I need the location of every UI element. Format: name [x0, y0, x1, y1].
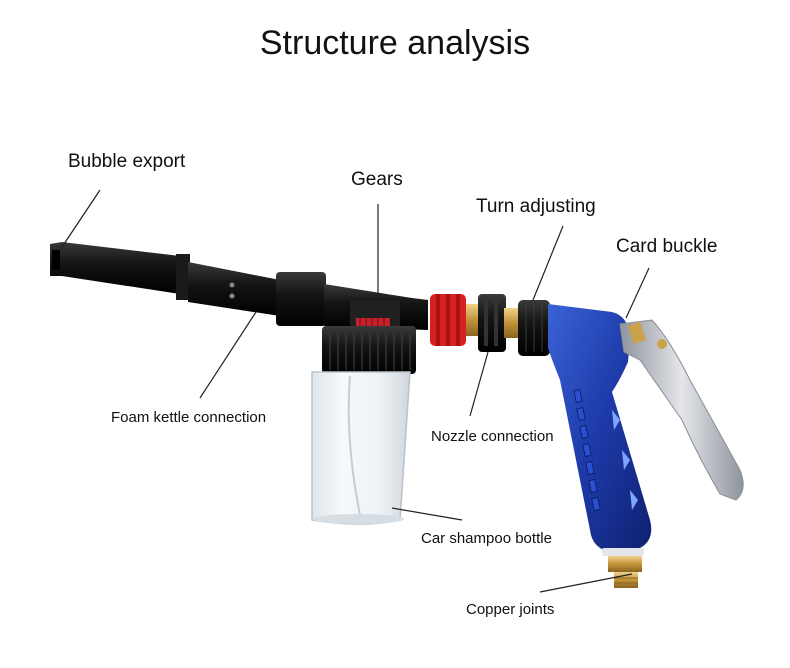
label-turn-adjusting: Turn adjusting — [476, 196, 596, 217]
leader-nozzle-connection — [469, 351, 489, 417]
trigger-handle — [619, 319, 744, 501]
label-card-buckle: Card buckle — [616, 236, 718, 257]
label-bubble-export: Bubble export — [68, 151, 186, 172]
foam-kettle-connection — [322, 326, 416, 374]
bubble-export-nozzle — [50, 242, 190, 300]
leader-turn-adjusting — [532, 225, 564, 301]
nozzle-connection — [478, 294, 522, 352]
label-nozzle-connection: Nozzle connection — [431, 428, 554, 445]
label-foam-kettle-connection: Foam kettle connection — [111, 409, 267, 426]
label-car-shampoo-bottle: Car shampoo bottle — [421, 530, 552, 547]
leader-copper-joints — [539, 573, 633, 593]
turn-adjusting-ring — [518, 300, 550, 356]
gun-body — [548, 304, 652, 556]
leader-foam-kettle — [199, 311, 257, 399]
car-shampoo-bottle — [311, 371, 411, 525]
diagram-title: Structure analysis — [259, 24, 531, 62]
leader-bubble-export — [59, 189, 101, 251]
gears — [350, 300, 400, 330]
red-connector — [430, 294, 478, 346]
label-gears: Gears — [351, 169, 403, 190]
label-copper-joints: Copper joints — [466, 601, 555, 618]
copper-joints — [608, 556, 642, 588]
leader-lines — [59, 189, 650, 593]
leader-card-buckle — [625, 267, 650, 319]
leader-car-shampoo — [391, 507, 463, 521]
